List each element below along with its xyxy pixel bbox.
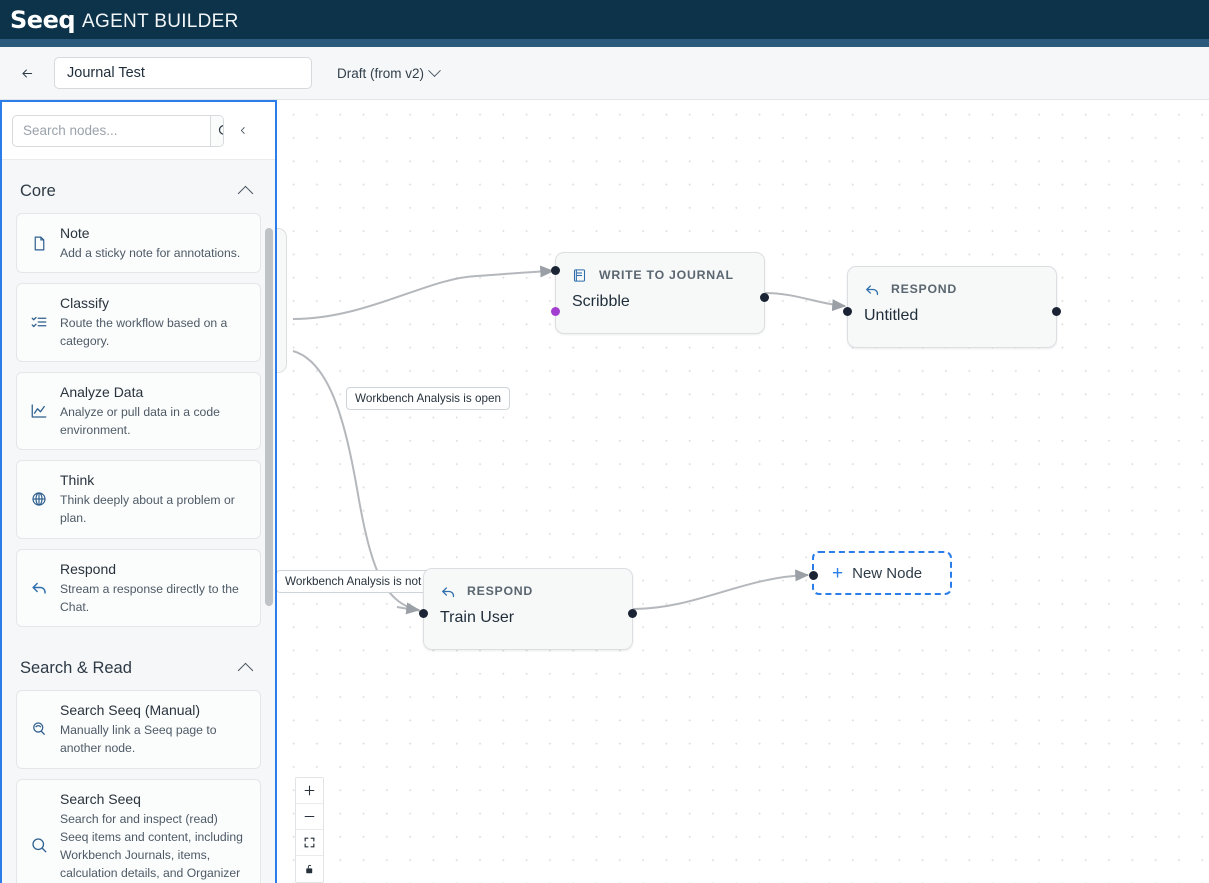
node-input-handle[interactable] [419,609,428,618]
zoom-in-icon[interactable] [296,778,323,804]
reply-arrow-icon [440,582,458,600]
palette-item-title: Note [60,225,90,241]
list-checks-icon [29,312,49,332]
palette-item-desc: Think deeply about a problem or plan. [60,493,235,526]
journal-icon [572,266,590,284]
palette-item-search-seeq[interactable]: Search Seeq Search for and inspect (read… [16,778,261,883]
node-kind-label: RESPOND [467,584,534,598]
seeq-logo-text: Seeq [10,5,76,34]
node-respond-train-user[interactable]: RESPOND Train User [419,568,637,650]
reply-arrow-icon [29,578,49,598]
palette-scrollbar-thumb[interactable] [265,228,273,606]
palette-item-title: Search Seeq (Manual) [60,702,201,719]
canvas-controls [295,777,324,883]
chevron-left-icon[interactable] [232,118,254,144]
edge-to-train-user [292,350,421,612]
palette-item-respond[interactable]: Respond Stream a response directly to th… [16,548,261,628]
search-icon [29,835,49,855]
seeq-search-icon [29,719,49,739]
edge-label-analysis-not-open[interactable]: Workbench Analysis is not open [277,570,460,593]
node-header: RESPOND [848,267,1056,298]
flow-canvas[interactable]: Workbench Analysis is open Workbench Ana… [277,100,1209,883]
new-node-input-handle[interactable] [809,571,818,580]
back-arrow-icon[interactable] [14,60,40,86]
node-name-label: Scribble [572,293,630,310]
node-input-handle[interactable] [551,266,560,275]
node-header: RESPOND [424,569,632,600]
palette-group-title: Search & Read [20,659,132,678]
version-label: Draft (from v2) [337,65,425,81]
palette-item-title: Analyze Data [60,383,144,400]
chevron-up-icon [237,662,254,679]
node-respond-untitled[interactable]: RESPOND Untitled [843,266,1061,348]
node-header: WRITE TO JOURNAL [556,253,764,284]
app-logo: Seeq AGENT BUILDER [10,8,239,32]
palette-group-core[interactable]: Core [16,160,261,213]
edge-to-write-journal-arrow [476,265,555,278]
palette-item-search-seeq-manual[interactable]: Search Seeq (Manual) Manually link a See… [16,690,261,769]
palette-item-analyze-data[interactable]: Analyze Data Analyze or pull data in a c… [16,371,261,451]
zoom-out-icon[interactable] [296,804,323,830]
node-output-handle[interactable] [628,609,637,618]
chevron-down-icon [428,63,441,77]
node-name-label: Untitled [864,307,919,324]
edge-label-analysis-open[interactable]: Workbench Analysis is open [346,387,510,410]
palette-item-title: Search Seeq [60,790,141,807]
reply-arrow-icon [864,280,882,298]
palette-item-desc: Add a sticky note for annotations. [60,245,241,260]
node-output-handle[interactable] [760,293,769,302]
plus-icon: + [832,562,844,584]
palette-item-desc: Stream a response directly to the Chat. [60,581,239,614]
node-kind-label: RESPOND [891,282,958,296]
agent-name-input[interactable] [54,57,312,89]
edge-to-write-journal [292,275,478,320]
palette-item-classify[interactable]: Classify Route the workflow based on a c… [16,283,261,362]
lock-icon[interactable] [296,856,323,882]
search-input-group [12,114,224,147]
version-dropdown[interactable]: Draft (from v2) [337,63,441,81]
palette-item-desc: Search for and inspect (read) Seeq items… [60,811,243,881]
palette-item-title: Think [60,472,95,489]
toolbar: Draft (from v2) [0,47,1209,100]
node-kind-label: WRITE TO JOURNAL [599,268,734,282]
new-node-label: New Node [852,564,923,582]
node-output-handle[interactable] [1052,307,1061,316]
node-secondary-handle[interactable] [551,307,560,316]
search-icon[interactable] [210,115,223,146]
palette-search-row [2,102,275,160]
palette-scroll-area[interactable]: Core Note Add a sticky note for annotati… [2,160,275,883]
palette-group-search-and-read[interactable]: Search & Read [16,637,261,690]
node-write-to-journal[interactable]: WRITE TO JOURNAL Scribble [551,252,769,334]
brain-globe-icon [29,489,49,509]
edge-train-user-to-new-node [631,569,810,610]
palette-item-title: Classify [60,295,110,312]
header-accent-bar [0,39,1209,47]
node-name-label: Train User [440,609,515,626]
edge-layer [292,265,847,615]
node-input-handle[interactable] [843,307,852,316]
palette-item-desc: Analyze or pull data in a code environme… [60,404,220,437]
app-header: Seeq AGENT BUILDER [0,0,1209,39]
fit-view-icon[interactable] [296,830,323,856]
palette-item-desc: Route the workflow based on a category. [60,316,228,349]
palette-scrollbar-track[interactable] [265,160,273,883]
node-palette-sidebar: Core Note Add a sticky note for annotati… [0,100,277,883]
edge-journal-to-respond [763,292,847,312]
file-icon [29,233,49,253]
app-title: AGENT BUILDER [82,10,239,32]
palette-item-think[interactable]: Think Think deeply about a problem or pl… [16,460,261,539]
chevron-up-icon [237,185,254,202]
palette-item-title: Respond [60,560,117,577]
palette-item-note[interactable]: Note Add a sticky note for annotations. [16,213,261,274]
palette-item-desc: Manually link a Seeq page to another nod… [60,723,217,756]
edge-to-train-user-arrow [396,602,421,615]
palette-group-title: Core [20,182,56,200]
chart-line-icon [29,401,49,421]
search-input[interactable] [13,115,210,146]
new-node-placeholder[interactable]: + New Node [809,551,952,595]
